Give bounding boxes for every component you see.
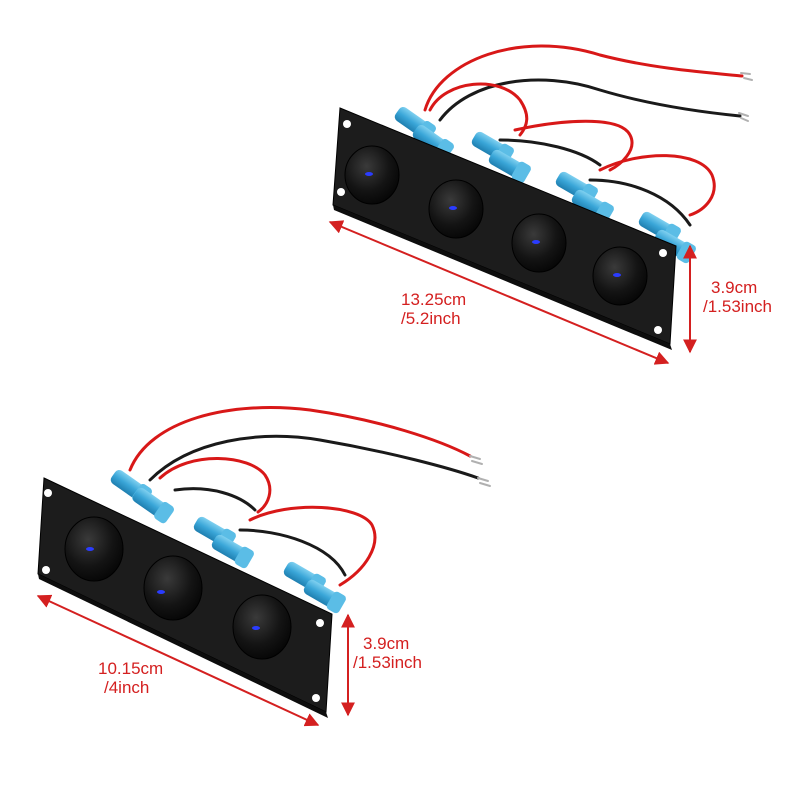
three-gang-switch-panel	[36, 406, 491, 727]
height-metric: 3.9cm	[711, 278, 758, 297]
wiring-harness	[128, 406, 491, 587]
rocker-switch-1	[64, 516, 124, 582]
four-gang-height-label: 3.9cm /1.53inch	[703, 278, 772, 316]
spade-connectors	[110, 469, 346, 614]
rocker-switch-2	[143, 555, 203, 621]
length-metric: 13.25cm	[401, 290, 467, 309]
length-metric: 10.15cm	[98, 659, 164, 678]
four-gang-switch-panel	[328, 44, 753, 365]
wiring-harness	[423, 44, 753, 227]
rocker-switch-2	[428, 179, 484, 239]
length-dimension-arrow	[36, 594, 320, 727]
three-gang-length-label: 10.15cm /4inch	[98, 659, 163, 697]
height-imperial: /1.53inch	[353, 653, 422, 672]
three-gang-height-label: 3.9cm /1.53inch	[353, 634, 422, 672]
height-metric: 3.9cm	[363, 634, 410, 653]
mounting-panel	[332, 107, 677, 345]
length-imperial: /5.2inch	[401, 309, 461, 328]
four-gang-length-label: 13.25cm /5.2inch	[401, 290, 466, 328]
rocker-switch-3	[511, 213, 567, 273]
length-imperial: /4inch	[104, 678, 150, 697]
height-imperial: /1.53inch	[703, 297, 772, 316]
rocker-switch-4	[592, 246, 648, 306]
rocker-switch-3	[232, 594, 292, 660]
length-dimension-arrow	[328, 220, 670, 365]
rocker-switch-1	[344, 145, 400, 205]
